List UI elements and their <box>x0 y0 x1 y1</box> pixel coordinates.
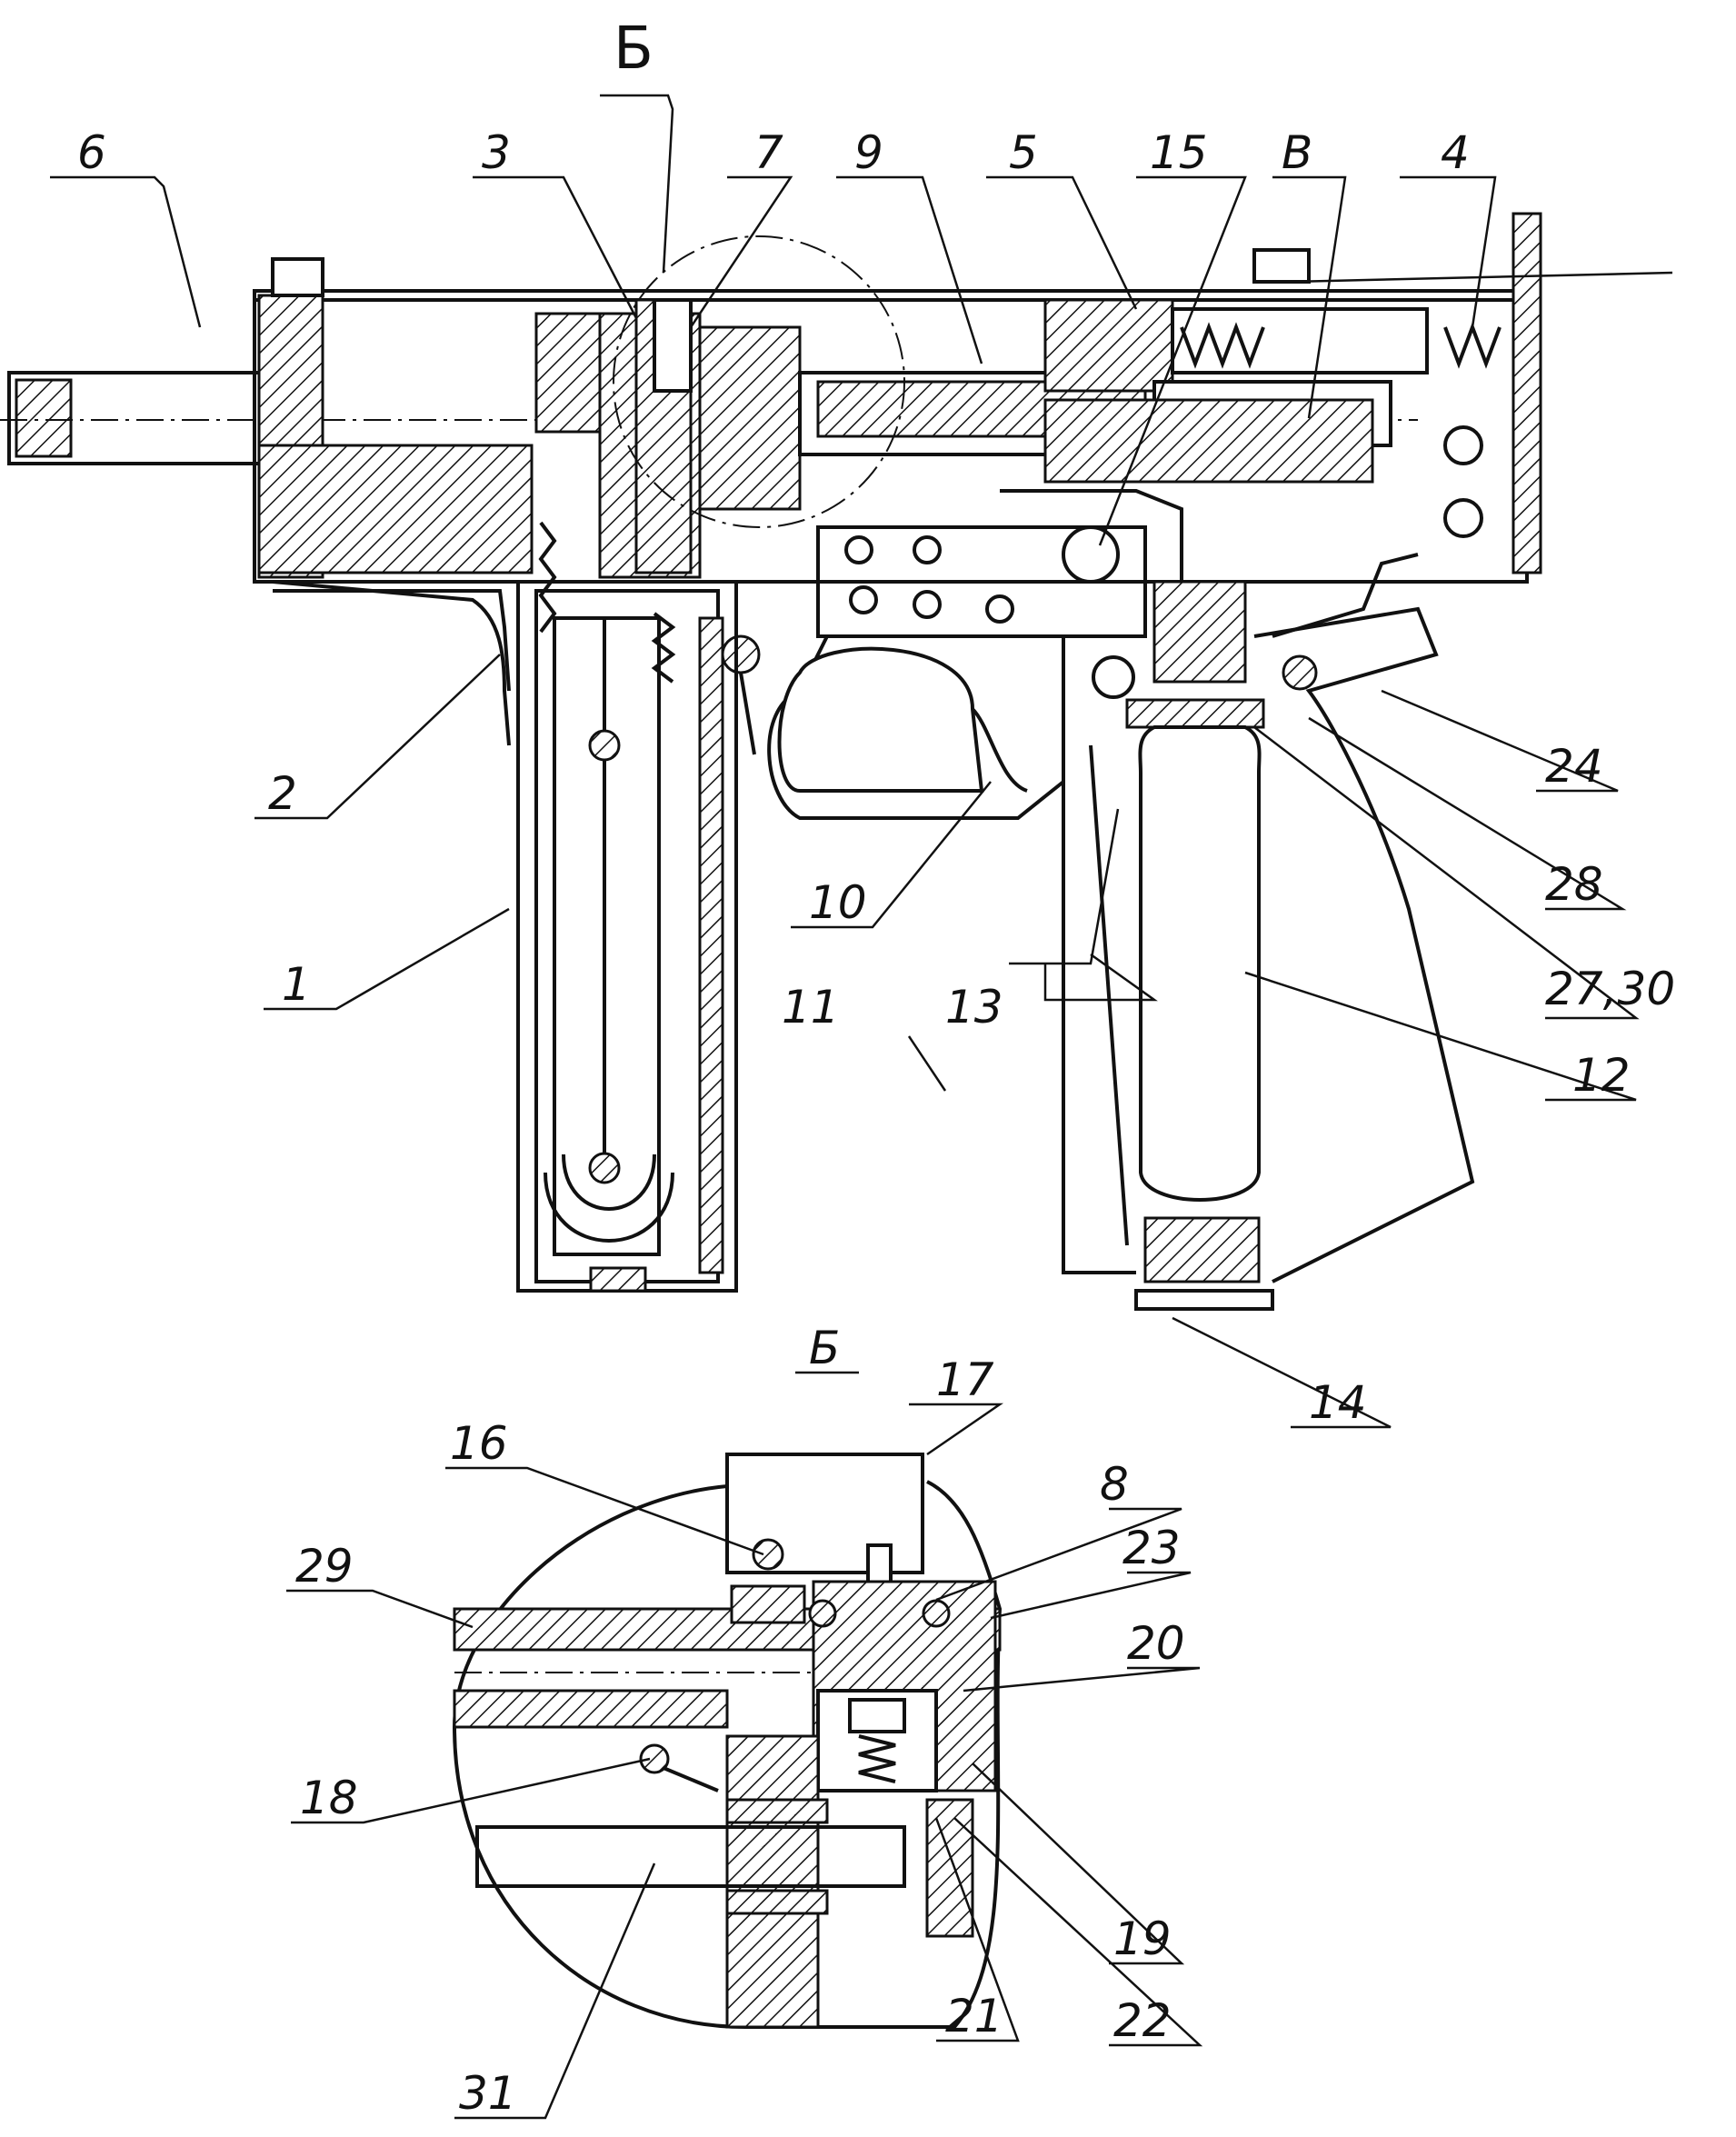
gas-cylinder <box>1000 489 1274 1311</box>
callout-15: 15 <box>1150 126 1208 179</box>
callout-v: В <box>1282 126 1312 179</box>
rear-grip <box>1062 553 1475 1283</box>
callout-31: 31 <box>459 2067 517 2120</box>
detail-view-b: Б <box>286 1322 1203 2120</box>
callout-11: 11 <box>782 981 840 1034</box>
magazine <box>516 521 738 1293</box>
callout-14: 14 <box>1309 1376 1367 1429</box>
callout-1: 1 <box>282 958 311 1011</box>
callout-27-30: 27,30 <box>1545 963 1675 1015</box>
callout-22: 22 <box>1113 1994 1172 2047</box>
callout-7: 7 <box>754 126 783 179</box>
section-label-b: Б <box>614 15 653 83</box>
callout-18: 18 <box>300 1772 358 1824</box>
main-sectional-view: Б 6 3 7 9 5 15 В 4 2 1 10 11 13 24 28 27… <box>0 15 1675 1429</box>
callout-6: 6 <box>77 126 106 179</box>
rear-spring-block <box>1043 212 1673 574</box>
callout-23: 23 <box>1122 1522 1181 1574</box>
callout-8: 8 <box>1100 1458 1129 1511</box>
bolt-assembly <box>634 298 1147 574</box>
callout-3: 3 <box>482 126 511 179</box>
callout-19: 19 <box>1113 1912 1172 1965</box>
callout-12: 12 <box>1572 1049 1631 1102</box>
callout-2: 2 <box>268 767 297 820</box>
leader-lines-main <box>50 94 1640 1429</box>
callout-29: 29 <box>295 1540 354 1593</box>
leader-lines-detail <box>286 1403 1203 2120</box>
callout-4: 4 <box>1441 126 1470 179</box>
part-18 <box>639 1743 670 1774</box>
callout-10: 10 <box>809 876 867 929</box>
callout-5: 5 <box>1009 126 1038 179</box>
callout-16: 16 <box>450 1417 508 1470</box>
callout-17: 17 <box>936 1353 994 1406</box>
frame-shell <box>272 580 511 746</box>
barrel <box>0 371 1418 465</box>
callout-28: 28 <box>1545 858 1603 911</box>
callout-24: 24 <box>1545 740 1603 793</box>
trigger-group <box>721 525 1147 820</box>
callout-20: 20 <box>1127 1617 1185 1670</box>
detail-title: Б <box>809 1322 840 1374</box>
detail-circle-b <box>613 235 905 528</box>
callout-13: 13 <box>945 981 1003 1034</box>
callout-9: 9 <box>854 126 883 179</box>
callout-21: 21 <box>945 1990 1003 2042</box>
